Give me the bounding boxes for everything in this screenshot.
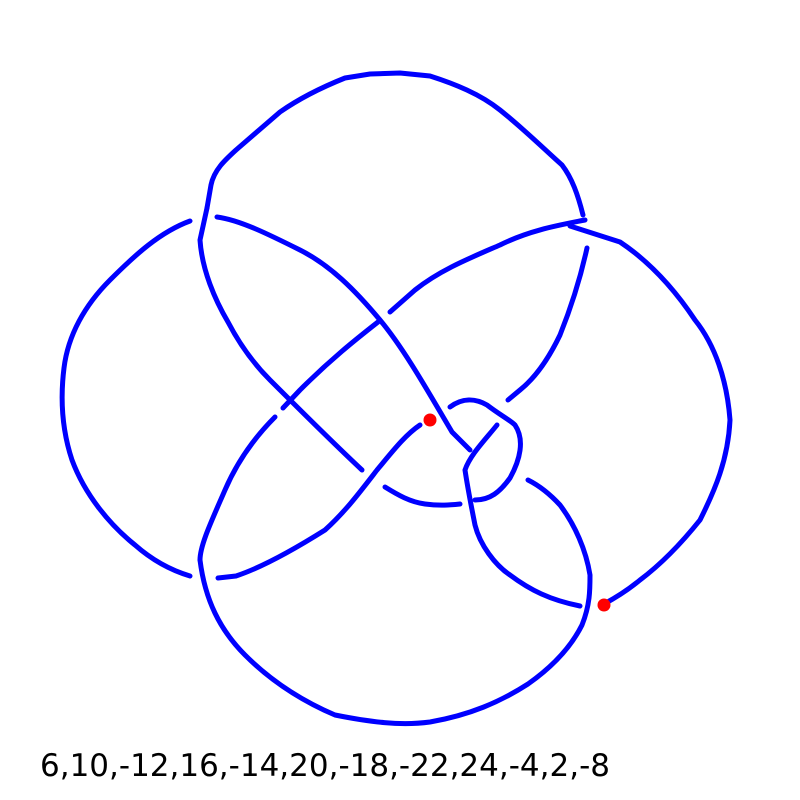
red-marker-dot-2 [597, 598, 611, 612]
knot-strand-4 [197, 205, 365, 473]
knot-strand-2 [59, 218, 193, 579]
knot-strand-5 [387, 217, 588, 315]
knot-strand-1 [204, 70, 586, 218]
knot-strand-9 [215, 422, 423, 581]
knot-strand-6 [280, 319, 381, 411]
knot-strand-7 [197, 414, 278, 563]
knot-strand-12 [447, 397, 523, 503]
red-marker-dot-1 [423, 413, 437, 427]
knot-strand-8 [197, 477, 593, 727]
knot-strand-11 [505, 245, 590, 403]
knot-strand-10 [567, 223, 733, 607]
knot-strand-3 [214, 214, 473, 453]
knot-strand-14 [382, 484, 463, 508]
dowker-notation-label: 6,10,-12,16,-14,20,-18,-22,24,-4,2,-8 [40, 748, 610, 784]
knot-strand-13 [462, 422, 583, 609]
